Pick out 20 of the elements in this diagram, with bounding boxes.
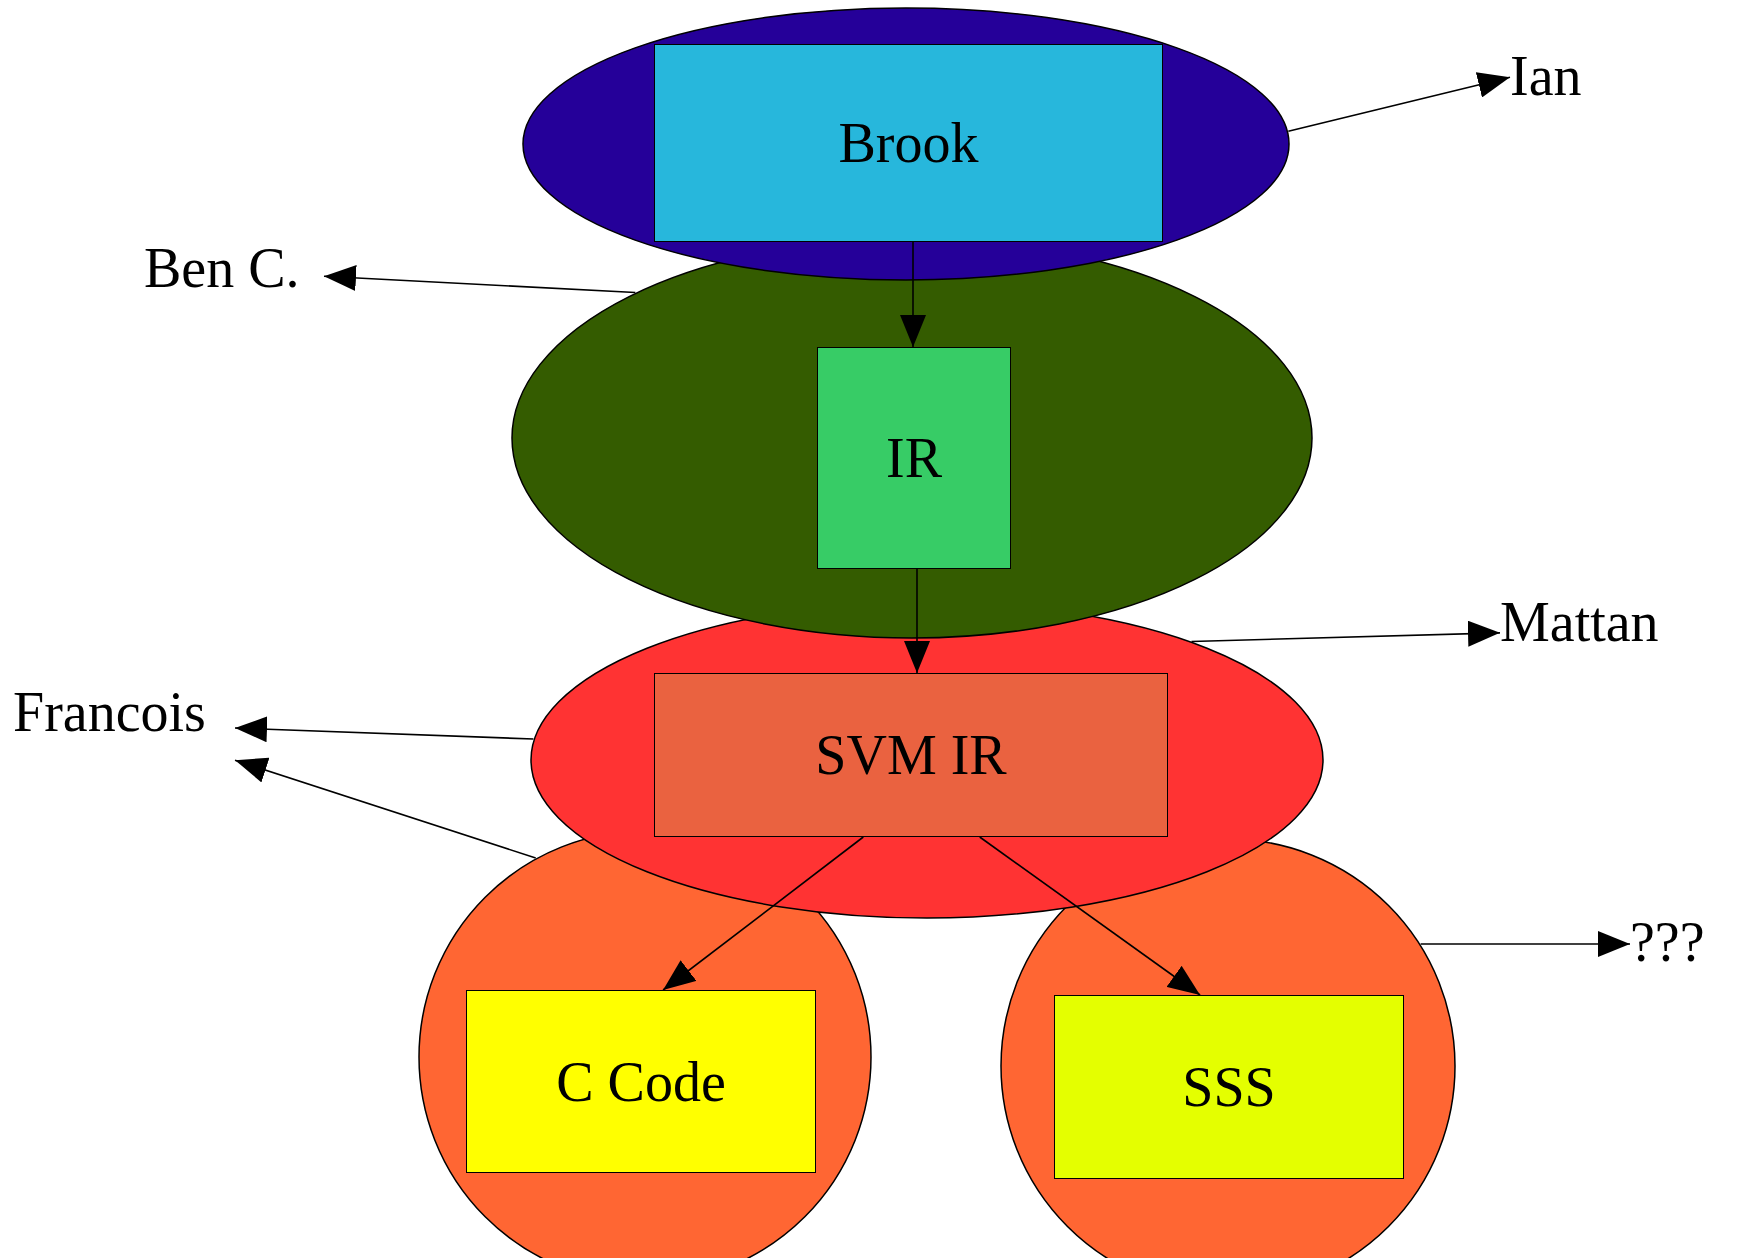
person-name: Francois <box>13 684 206 740</box>
arrow <box>900 241 926 348</box>
arrow <box>1419 931 1631 957</box>
stage-box: SSS <box>1054 995 1404 1179</box>
arrow <box>1190 620 1501 647</box>
arrow <box>662 836 865 991</box>
arrow <box>323 264 637 294</box>
stage-box: C Code <box>466 990 816 1173</box>
stage-box: Brook <box>654 44 1163 242</box>
person-name: Ian <box>1510 48 1582 104</box>
arrow <box>1287 72 1511 133</box>
arrow <box>978 836 1201 996</box>
stage-box: SVM IR <box>654 673 1168 837</box>
arrow <box>234 757 537 859</box>
arrow <box>234 716 535 743</box>
person-name: Ben C. <box>144 240 300 296</box>
arrow <box>904 568 930 674</box>
person-name: Mattan <box>1500 594 1659 650</box>
person-name: ??? <box>1630 914 1705 970</box>
stage-box: IR <box>817 347 1011 569</box>
